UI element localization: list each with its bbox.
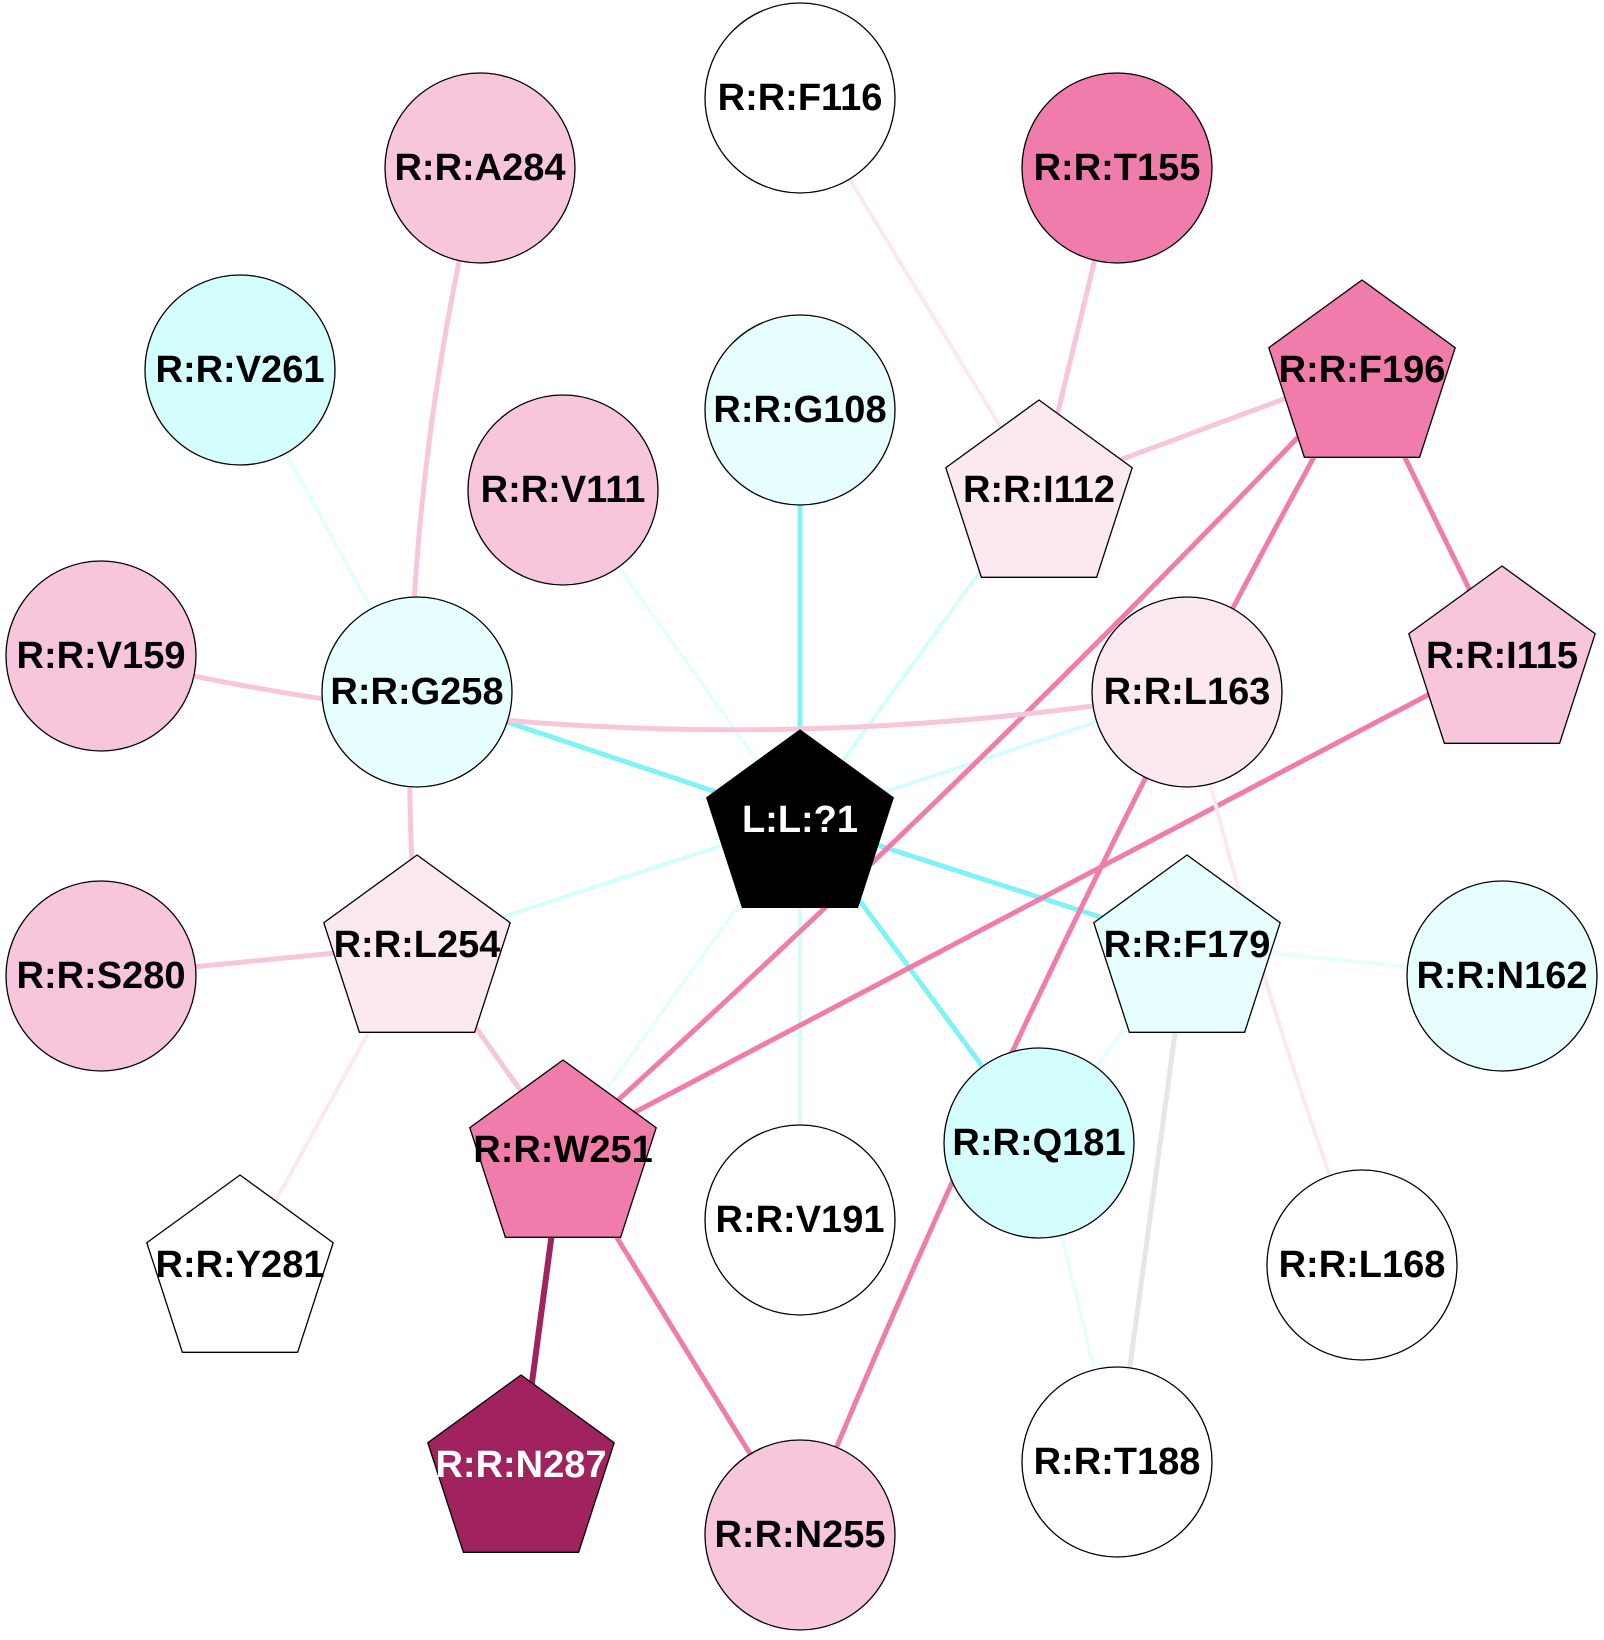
node-circle <box>1266 1169 1458 1361</box>
node-label: R:R:V191 <box>716 1199 885 1241</box>
node-circle <box>144 274 336 466</box>
node-l-l-1[interactable]: L:L:?1 <box>706 729 894 908</box>
node-pentagon <box>706 729 894 908</box>
node-label: R:R:F179 <box>1104 924 1271 966</box>
node-label: R:R:S280 <box>17 955 186 997</box>
node-label: R:R:L168 <box>1279 1244 1446 1286</box>
node-r-r-t188[interactable]: R:R:T188 <box>1021 1366 1213 1558</box>
node-label: R:R:V111 <box>481 469 646 511</box>
node-r-r-i112[interactable]: R:R:I112 <box>945 399 1133 578</box>
node-circle <box>467 394 659 586</box>
edge-r-r-f196-to-r-r-n255 <box>797 367 1365 1538</box>
edge-r-r-i115-to-r-r-w251 <box>560 653 1505 1153</box>
node-label: R:R:V159 <box>17 635 186 677</box>
node-r-r-v191[interactable]: R:R:V191 <box>704 1124 896 1316</box>
node-label: R:R:F116 <box>718 77 883 119</box>
node-label: R:R:Q181 <box>952 1122 1125 1164</box>
node-pentagon <box>469 1059 657 1238</box>
node-circle <box>1406 880 1598 1072</box>
node-pentagon <box>945 399 1133 578</box>
node-label: L:L:?1 <box>742 799 858 841</box>
node-circle <box>704 1124 896 1316</box>
node-label: R:R:F196 <box>1279 349 1446 391</box>
node-circle <box>943 1047 1135 1239</box>
node-label: R:R:L163 <box>1104 671 1271 713</box>
node-label: R:R:V261 <box>156 349 325 391</box>
node-circle <box>384 72 576 264</box>
node-r-r-n287[interactable]: R:R:N287 <box>427 1374 615 1553</box>
node-r-r-f116[interactable]: R:R:F116 <box>704 2 896 194</box>
node-pentagon <box>323 854 511 1033</box>
node-r-r-l168[interactable]: R:R:L168 <box>1266 1169 1458 1361</box>
node-label: R:R:A284 <box>394 147 565 189</box>
node-label: R:R:N255 <box>714 1514 885 1556</box>
node-label: R:R:G258 <box>330 671 503 713</box>
edge-r-r-f196-to-r-r-w251 <box>560 367 1365 1153</box>
node-circle <box>704 1439 896 1631</box>
node-r-r-g258[interactable]: R:R:G258 <box>321 596 513 788</box>
edge-r-r-a284-to-r-r-l254 <box>406 165 483 948</box>
node-r-r-f196[interactable]: R:R:F196 <box>1268 279 1456 458</box>
node-r-r-l163[interactable]: R:R:L163 <box>1091 596 1283 788</box>
node-label: R:R:Y281 <box>156 1244 325 1286</box>
node-pentagon <box>1093 854 1281 1033</box>
node-r-r-s280[interactable]: R:R:S280 <box>5 880 197 1072</box>
node-r-r-t155[interactable]: R:R:T155 <box>1021 72 1213 264</box>
node-label: R:R:N162 <box>1416 955 1587 997</box>
node-circle <box>704 2 896 194</box>
node-r-r-v111[interactable]: R:R:V111 <box>467 394 659 586</box>
node-circle <box>5 560 197 752</box>
node-label: R:R:L254 <box>334 924 501 966</box>
node-r-r-v261[interactable]: R:R:V261 <box>144 274 336 466</box>
node-label: R:R:W251 <box>473 1129 652 1171</box>
node-r-r-a284[interactable]: R:R:A284 <box>384 72 576 264</box>
node-pentagon <box>427 1374 615 1553</box>
edge-r-r-v159-to-r-r-l163 <box>98 653 1190 733</box>
node-r-r-y281[interactable]: R:R:Y281 <box>146 1174 334 1353</box>
node-r-r-g108[interactable]: R:R:G108 <box>704 314 896 506</box>
node-r-r-n162[interactable]: R:R:N162 <box>1406 880 1598 1072</box>
node-pentagon <box>146 1174 334 1353</box>
node-r-r-i115[interactable]: R:R:I115 <box>1408 565 1596 744</box>
node-r-r-f179[interactable]: R:R:F179 <box>1093 854 1281 1033</box>
node-circle <box>1091 596 1283 788</box>
node-circle <box>5 880 197 1072</box>
node-label: R:R:T188 <box>1034 1441 1201 1483</box>
node-label: R:R:G108 <box>713 389 886 431</box>
node-r-r-w251[interactable]: R:R:W251 <box>469 1059 657 1238</box>
node-circle <box>704 314 896 506</box>
node-label: R:R:I115 <box>1426 635 1578 677</box>
node-label: R:R:T155 <box>1034 147 1201 189</box>
node-r-r-n255[interactable]: R:R:N255 <box>704 1439 896 1631</box>
node-circle <box>1021 72 1213 264</box>
node-label: R:R:I112 <box>963 469 1115 511</box>
node-pentagon <box>1408 565 1596 744</box>
node-r-r-l254[interactable]: R:R:L254 <box>323 854 511 1033</box>
node-pentagon <box>1268 279 1456 458</box>
node-circle <box>1021 1366 1213 1558</box>
node-label: R:R:N287 <box>435 1444 606 1486</box>
node-r-r-q181[interactable]: R:R:Q181 <box>943 1047 1135 1239</box>
node-r-r-v159[interactable]: R:R:V159 <box>5 560 197 752</box>
node-circle <box>321 596 513 788</box>
